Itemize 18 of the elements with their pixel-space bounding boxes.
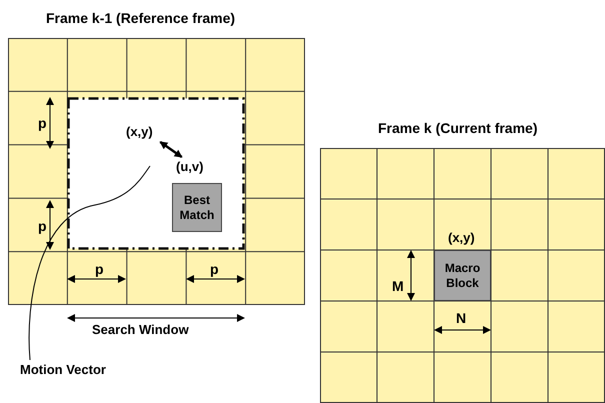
dimension-label: M — [392, 278, 404, 294]
coordinate-label: (x,y) — [126, 124, 166, 140]
search-window-box — [67, 97, 245, 250]
coordinate-label: (x,y) — [448, 230, 475, 245]
dimension-label: p — [38, 115, 47, 131]
block-box: Best Match — [172, 183, 222, 232]
dimension-label: p — [38, 218, 47, 234]
dimension-label: p — [210, 261, 219, 277]
frame-title: Frame k-1 (Reference frame) — [46, 10, 236, 26]
block-box: Macro Block — [434, 250, 491, 301]
dimension-label: p — [95, 261, 104, 277]
callout-text: Motion Vector — [20, 362, 140, 380]
coordinate-label: (u,v) — [176, 159, 216, 175]
frame-title: Frame k (Current frame) — [378, 120, 538, 136]
leader-line — [28, 166, 150, 360]
dimension-label: Search Window — [92, 322, 189, 337]
vector-arrow — [159, 140, 183, 158]
dimension-label: N — [456, 310, 466, 326]
